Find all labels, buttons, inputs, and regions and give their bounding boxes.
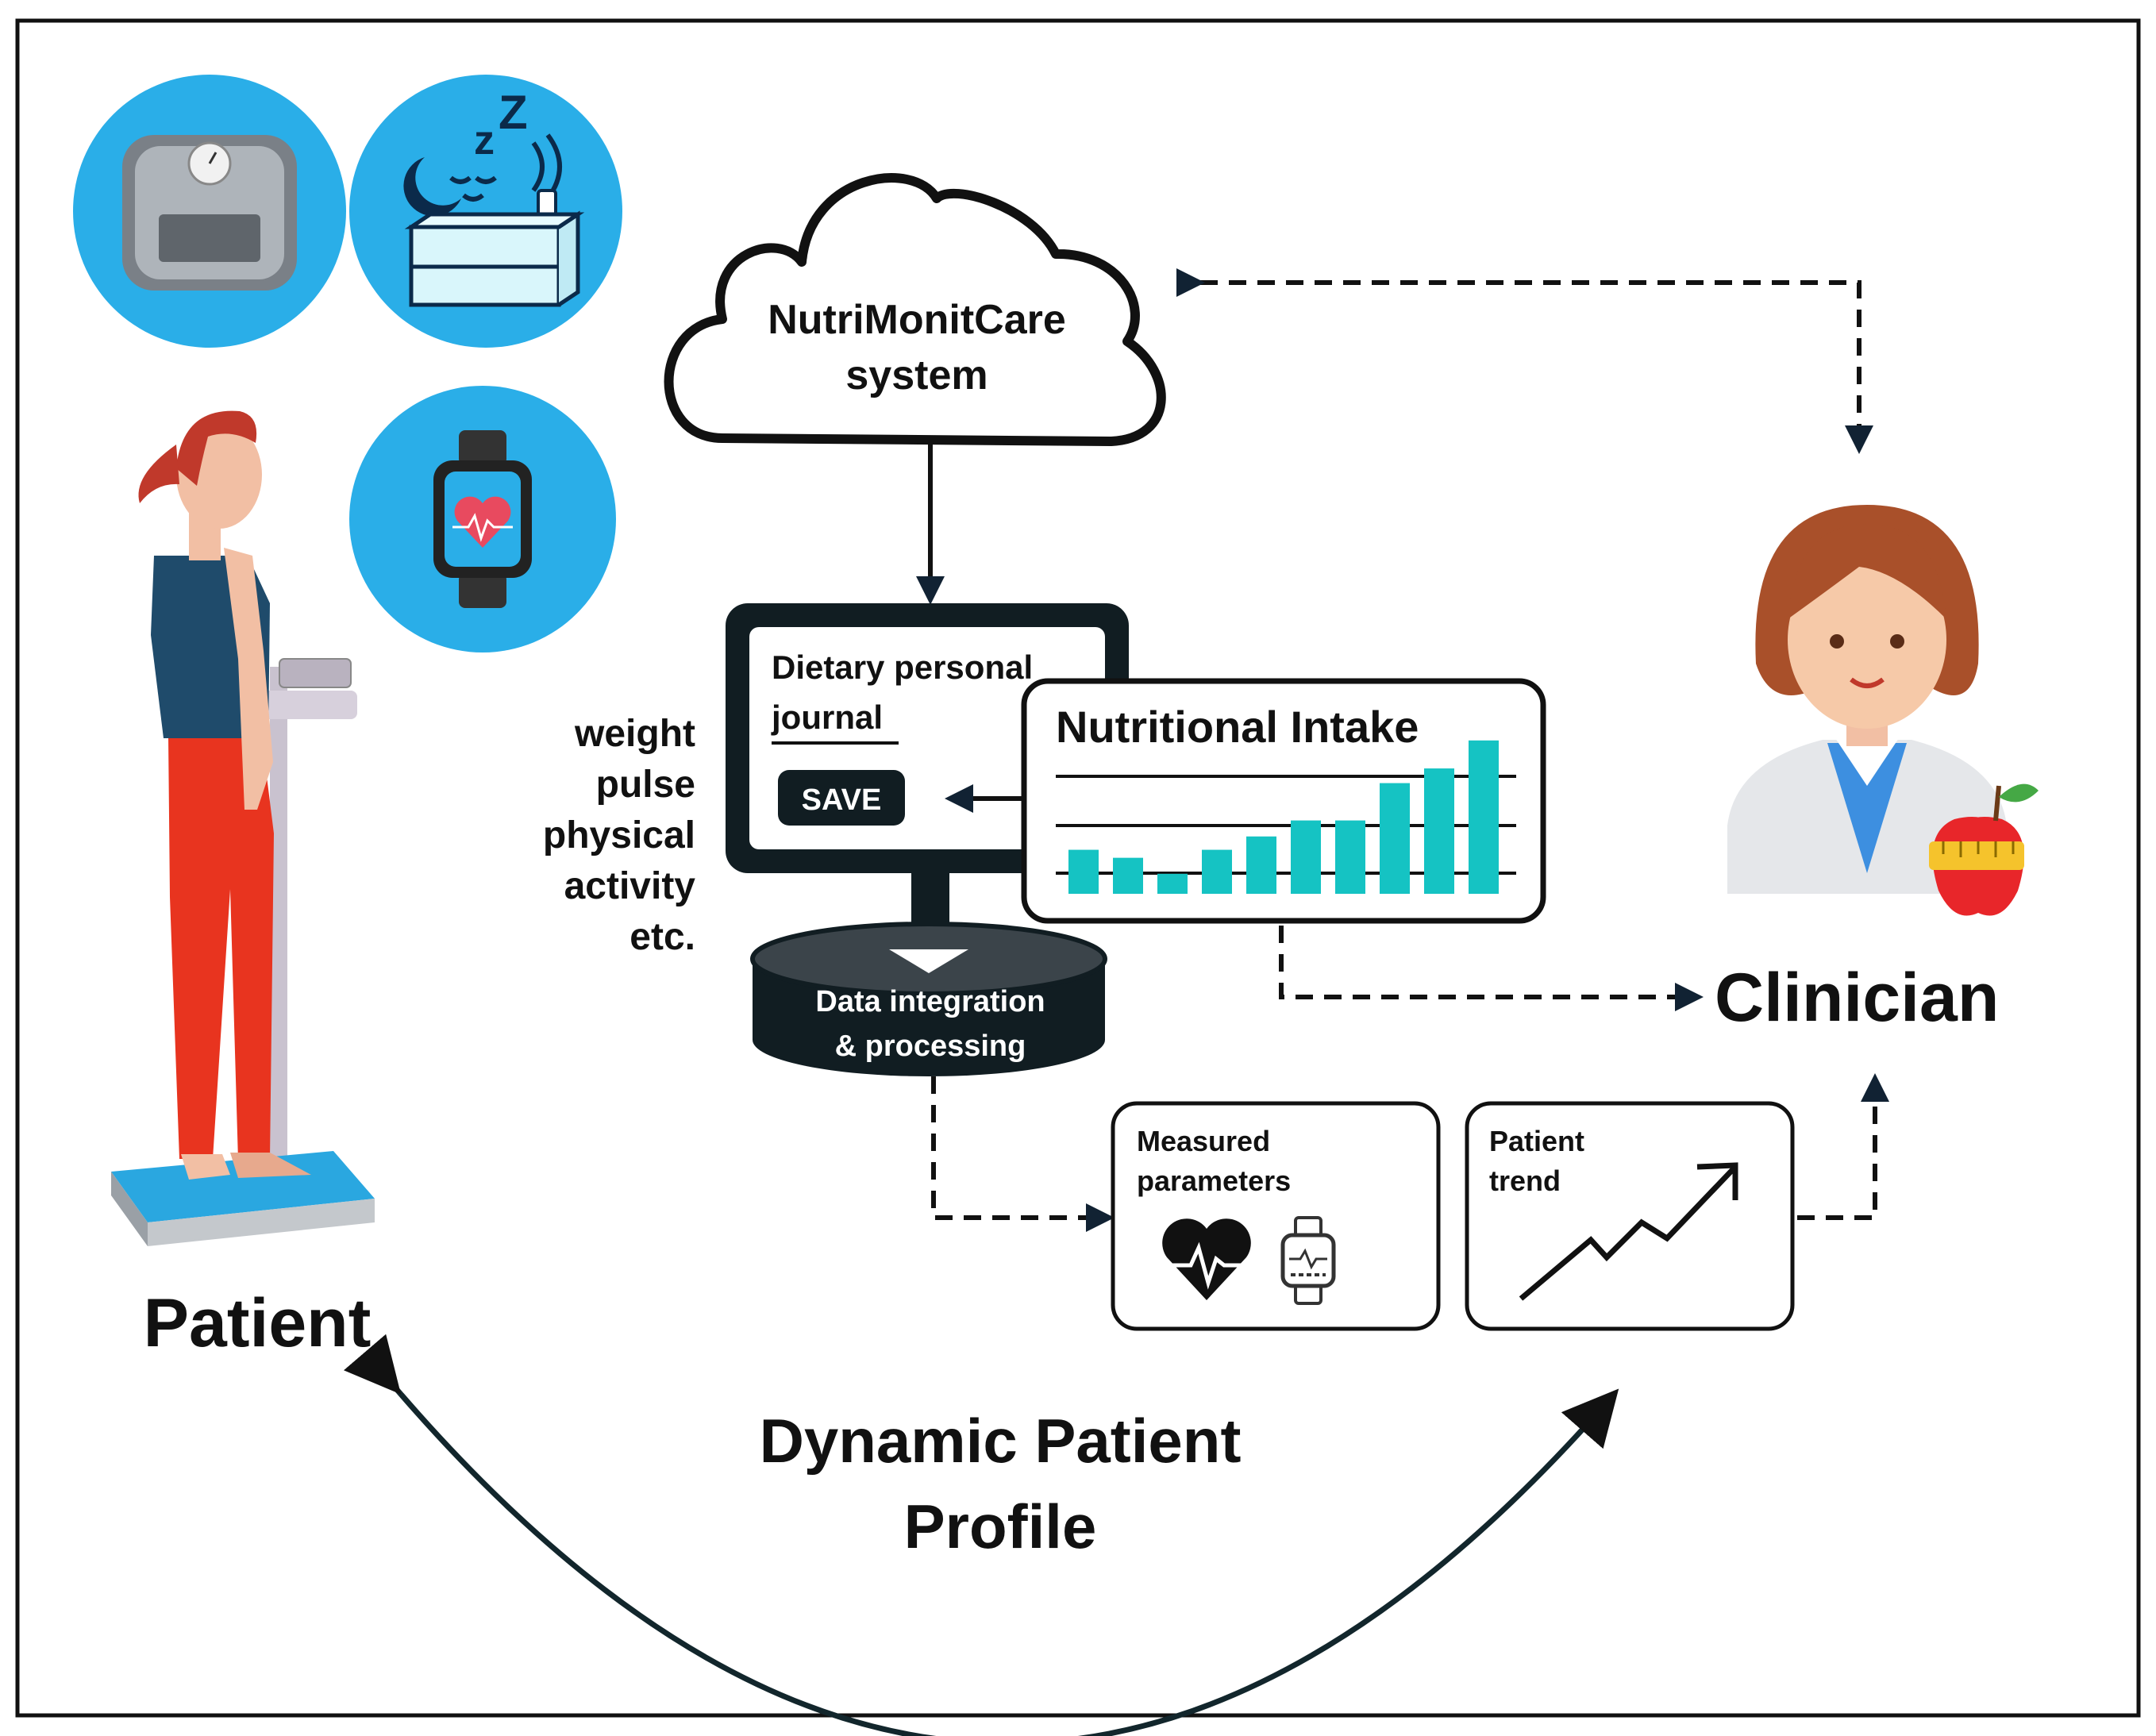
intake-bar bbox=[1113, 857, 1143, 894]
processing-label: Data integration bbox=[815, 985, 1045, 1018]
heart-icon bbox=[1162, 1218, 1251, 1300]
intake-title: Nutritional Intake bbox=[1056, 702, 1419, 752]
data-processing-cylinder: Data integration & processing bbox=[750, 922, 1107, 1076]
journal-title-2: journal bbox=[771, 699, 883, 736]
journal-title: Dietary personal bbox=[772, 649, 1033, 686]
trend-arrow-icon bbox=[1519, 1162, 1738, 1301]
patient-label: Patient bbox=[144, 1285, 372, 1361]
cloud-subtitle: system bbox=[845, 352, 988, 398]
arrow-processing-to-measured bbox=[931, 1076, 1115, 1232]
processing-label-2: & processing bbox=[835, 1030, 1026, 1063]
save-button[interactable]: SAVE bbox=[778, 770, 905, 826]
intake-bar bbox=[1424, 768, 1454, 894]
svg-text:z: z bbox=[474, 117, 495, 164]
nutritional-intake-panel: Nutritional Intake bbox=[1021, 678, 1546, 924]
profile-cycle-arrow bbox=[343, 1334, 1619, 1736]
input-physical: physical bbox=[543, 814, 695, 856]
intake-bar bbox=[1469, 740, 1499, 894]
arrow-cloud-clinician bbox=[1176, 268, 1873, 454]
save-label: SAVE bbox=[802, 783, 882, 817]
clinician-label: Clinician bbox=[1715, 960, 1999, 1036]
intake-bar bbox=[1246, 836, 1276, 894]
profile-title: Dynamic Patient bbox=[760, 1406, 1242, 1476]
intake-bar bbox=[1380, 783, 1410, 894]
input-pulse: pulse bbox=[596, 764, 695, 806]
intake-bar bbox=[1291, 820, 1321, 894]
input-etc: etc. bbox=[629, 916, 695, 958]
cloud-system: NutriMonitCare system bbox=[664, 173, 1166, 446]
intake-bars bbox=[1068, 740, 1499, 894]
input-parameters-list: weight pulse physical activity etc. bbox=[543, 713, 695, 958]
watch-icon bbox=[1280, 1216, 1336, 1305]
patient-trend-card: Patient trend bbox=[1465, 1101, 1795, 1331]
input-weight: weight bbox=[574, 713, 695, 755]
profile-title-2: Profile bbox=[904, 1492, 1097, 1561]
trend-label: Patient bbox=[1489, 1125, 1584, 1157]
apple-icon bbox=[1929, 783, 2039, 916]
measured-label: Measured bbox=[1137, 1125, 1270, 1157]
cloud-title: NutriMonitCare bbox=[768, 297, 1066, 343]
intake-bar bbox=[1068, 849, 1099, 894]
arrow-intake-to-clinician bbox=[1279, 926, 1704, 1011]
intake-bar bbox=[1202, 849, 1232, 894]
patient-figure bbox=[111, 410, 375, 1246]
sleep-icon: z Z bbox=[349, 75, 622, 348]
intake-bar bbox=[1157, 873, 1188, 894]
intake-bar bbox=[1335, 820, 1365, 894]
trend-label-2: trend bbox=[1489, 1164, 1561, 1197]
input-activity: activity bbox=[564, 865, 696, 907]
svg-text:Z: Z bbox=[499, 86, 528, 139]
smartwatch-icon bbox=[349, 386, 616, 652]
measured-label-2: parameters bbox=[1137, 1164, 1291, 1197]
scale-icon bbox=[73, 75, 346, 348]
measured-parameters-card: Measured parameters bbox=[1111, 1101, 1441, 1331]
